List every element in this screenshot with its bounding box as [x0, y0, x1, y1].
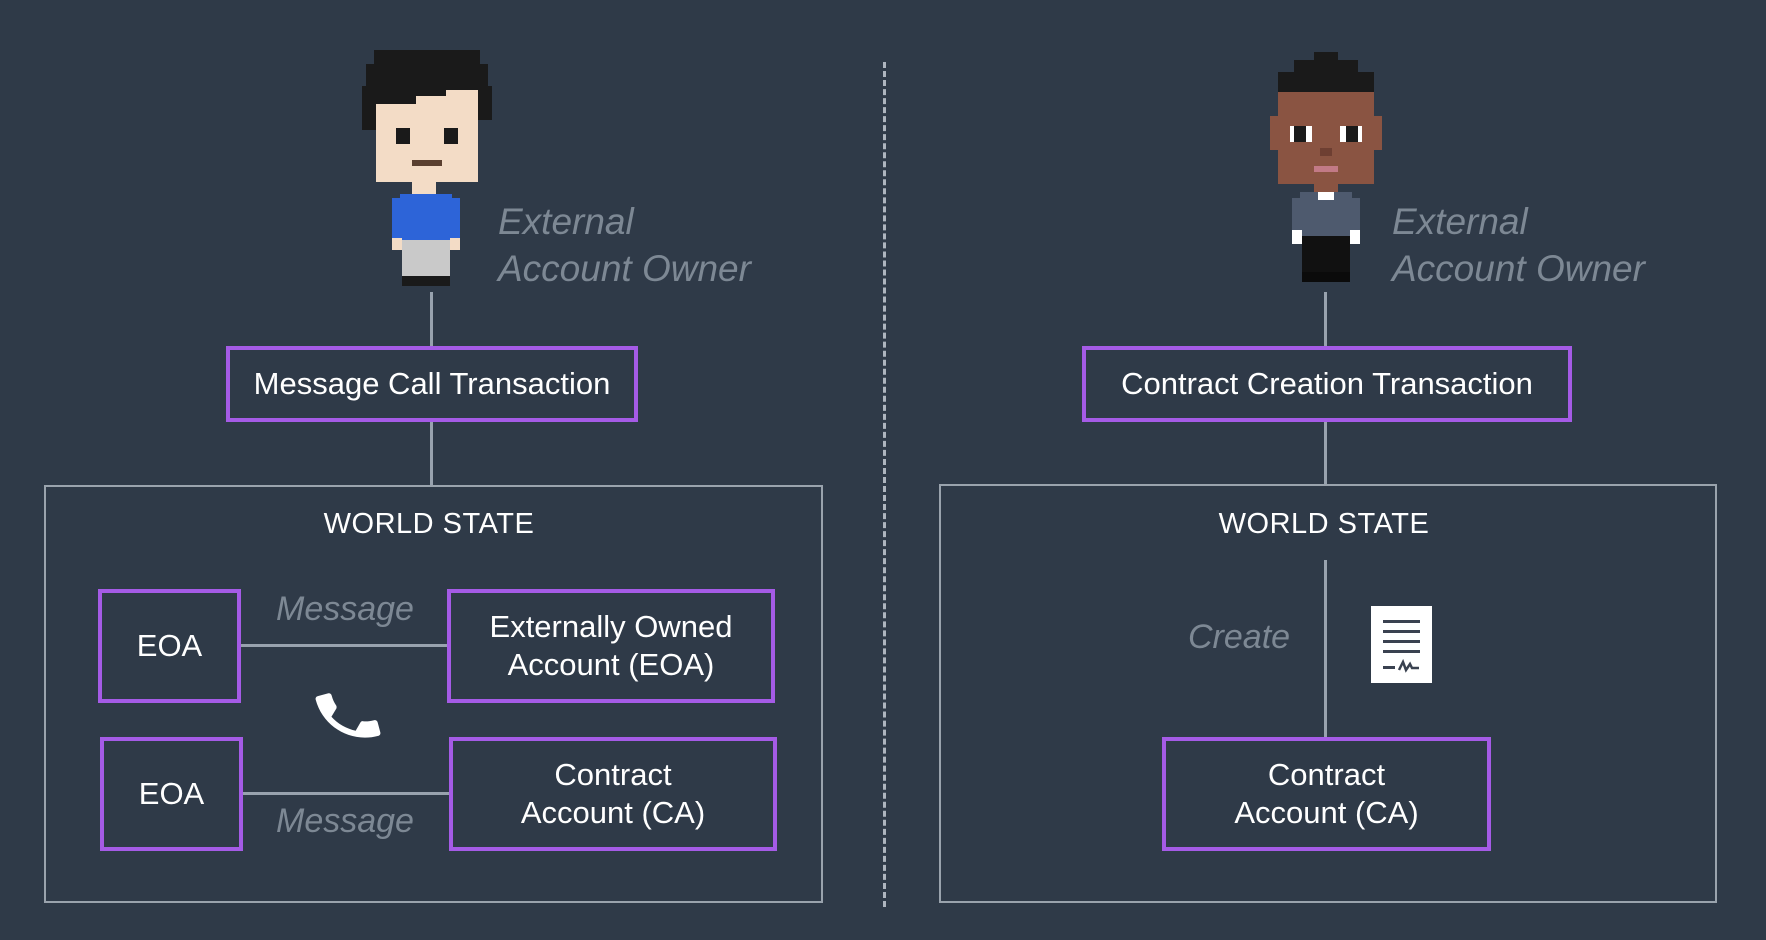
right-world-state-title: WORLD STATE [1218, 508, 1430, 540]
phone-icon [315, 693, 381, 738]
contract-account-right-line2: Account (CA) [1234, 795, 1419, 830]
eoa-label-row2: EOA [138, 776, 205, 811]
left-transaction-to-world-state-connector [430, 422, 433, 486]
eoa-box-row2: EOA [100, 737, 243, 851]
contract-account-right-line1: Contract [1267, 757, 1386, 792]
panel-divider [883, 62, 886, 907]
contract-document-icon [1371, 606, 1432, 683]
right-actor-label: External Account Owner [1392, 198, 1645, 292]
create-label: Create [1188, 618, 1291, 656]
externally-owned-account-box: Externally Owned Account (EOA) [447, 589, 775, 703]
right-actor-label-line1: External [1392, 201, 1528, 242]
left-avatar-to-transaction-connector [430, 292, 433, 348]
contract-creation-transaction-box: Contract Creation Transaction [1082, 346, 1572, 422]
eoa-label-row1: EOA [136, 628, 203, 663]
contract-account-left-line2: Account (CA) [520, 795, 706, 830]
message-connector-row1 [241, 644, 447, 647]
right-world-state-frame [939, 484, 1717, 903]
contract-account-box-right: Contract Account (CA) [1162, 737, 1491, 851]
externally-owned-account-line1: Externally Owned [489, 609, 733, 644]
message-call-transaction-label: Message Call Transaction [253, 366, 611, 401]
left-world-state-title: WORLD STATE [323, 508, 535, 540]
left-actor-label-line2: Account Owner [498, 248, 751, 289]
message-call-transaction-box: Message Call Transaction [226, 346, 638, 422]
contract-account-box-left: Contract Account (CA) [449, 737, 777, 851]
left-actor-label: External Account Owner [498, 198, 751, 292]
left-account-owner-avatar [362, 50, 492, 286]
eoa-box-row1: EOA [98, 589, 241, 703]
create-connector [1324, 560, 1327, 738]
right-avatar-to-transaction-connector [1324, 292, 1327, 348]
contract-account-left-line1: Contract [554, 757, 672, 792]
right-actor-label-line2: Account Owner [1392, 248, 1645, 289]
right-account-owner-avatar [1270, 52, 1382, 282]
message-label-row2: Message [276, 802, 414, 840]
left-actor-label-line1: External [498, 201, 634, 242]
right-transaction-to-world-state-connector [1324, 422, 1327, 486]
left-world-state-frame [44, 485, 823, 903]
message-label-row1: Message [276, 590, 414, 628]
contract-creation-transaction-label: Contract Creation Transaction [1121, 366, 1533, 401]
message-connector-row2 [243, 792, 449, 795]
externally-owned-account-line2: Account (EOA) [507, 647, 715, 682]
